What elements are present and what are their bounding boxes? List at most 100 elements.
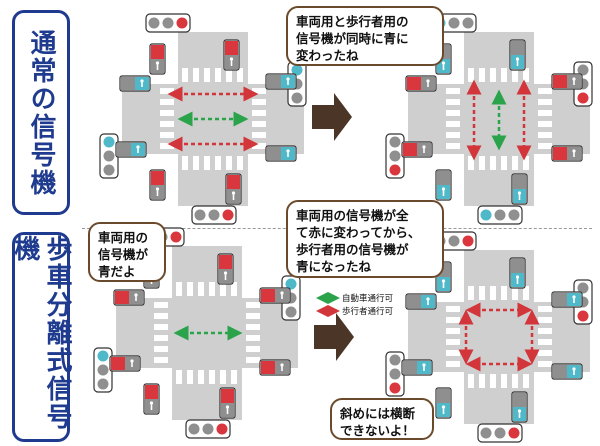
pedestrian-signal — [217, 253, 234, 285]
pedestrian-stop-lamp — [219, 255, 232, 269]
signal-lamp — [462, 17, 474, 29]
vehicle-signal — [281, 275, 301, 321]
walker-icon — [149, 401, 154, 405]
signal-lamp — [97, 364, 109, 376]
walker-icon — [426, 297, 430, 301]
pedestrian-stop-lamp — [225, 41, 238, 55]
pedestrian-signal — [509, 257, 526, 289]
crosswalk-stripe — [538, 121, 552, 127]
crosswalks — [154, 282, 260, 384]
crosswalk-stripe — [215, 68, 221, 82]
crosswalk-stripe — [538, 361, 552, 367]
intersection-normal-after — [385, 13, 593, 225]
pedestrian-stop-lamp — [511, 41, 524, 55]
crosswalk-stripe — [501, 286, 507, 300]
signal-lamp — [103, 164, 115, 176]
pedestrian-stop-lamp — [553, 75, 567, 88]
crosswalk-stripe — [446, 143, 460, 149]
walker-icon — [441, 279, 446, 283]
crosswalk-stripe — [523, 156, 529, 170]
signal-lamp — [188, 423, 200, 435]
crosswalk-stripe — [538, 88, 552, 94]
scramble-signal-label: 歩車分離式信号機 — [10, 232, 72, 442]
pedestrian-stop-lamp — [121, 77, 135, 90]
pedestrian-stop-lamp — [111, 357, 125, 370]
bubble-line: 車両用と歩行者用の — [296, 14, 409, 29]
pedestrian-stop-lamp — [151, 45, 164, 59]
pedestrian-signal — [149, 169, 166, 201]
pedestrian-stop-lamp — [407, 77, 421, 90]
bubble-line: 青だよ — [98, 264, 136, 279]
crosswalk-stripe — [215, 156, 221, 170]
crosswalks — [446, 68, 552, 170]
signal-lamp — [448, 235, 460, 247]
bubble-line: 歩行者用の信号機が — [296, 242, 409, 257]
crosswalk-stripe — [187, 282, 193, 296]
walker-icon — [280, 363, 284, 367]
pedestrian-signal — [259, 287, 291, 304]
walker-icon — [441, 61, 446, 65]
walker-icon — [231, 191, 236, 195]
crosswalk-stripe — [479, 156, 485, 170]
pedestrian-signal — [225, 173, 242, 205]
bubble-line: 車両用の信号機が全 — [296, 208, 409, 223]
crosswalk-stripe — [246, 313, 260, 319]
walker-icon — [223, 271, 228, 275]
crosswalk-stripe — [204, 68, 210, 82]
walker-icon — [422, 145, 426, 149]
crosswalk-stripe — [154, 302, 168, 308]
pedestrian-stop-lamp — [267, 75, 281, 88]
transition-arrow-top — [312, 93, 352, 141]
signal-lamp — [176, 17, 188, 29]
pedestrian-signal — [265, 145, 297, 162]
crosswalk-stripe — [246, 324, 260, 330]
walker-icon — [134, 293, 138, 297]
crosswalk-stripe — [246, 357, 260, 363]
signal-lamp — [480, 427, 492, 439]
crosswalk-stripe — [490, 156, 496, 170]
crosswalk-stripe — [237, 156, 243, 170]
pedestrian-signal — [119, 75, 151, 92]
crosswalk-stripe — [154, 346, 168, 352]
crosswalk-stripe — [220, 370, 226, 384]
walker-icon — [155, 61, 160, 65]
vehicle-signal — [145, 13, 191, 33]
speech-bubble-scramble-before: 車両用の 信号機が 青だよ — [88, 222, 166, 282]
signal-lamp — [291, 92, 303, 104]
signal-lamp — [103, 136, 115, 148]
pedestrian-signal — [435, 387, 452, 419]
crosswalk-stripe — [182, 68, 188, 82]
speech-bubble-normal-after: 車両用と歩行者用の 信号機が同時に青に 変わったね — [286, 6, 444, 66]
crosswalk-stripe — [187, 370, 193, 384]
crosswalk-stripe — [512, 286, 518, 300]
crosswalk-stripe — [220, 282, 226, 296]
vehicle-signal — [385, 351, 405, 397]
crosswalk-stripe — [523, 286, 529, 300]
crosswalk-stripe — [446, 328, 460, 334]
crosswalk-stripe — [446, 132, 460, 138]
pedestrian-stop-lamp — [115, 291, 129, 304]
pedestrian-stop-lamp — [151, 171, 164, 185]
pedestrian-signal — [511, 173, 528, 205]
crosswalk-stripe — [237, 68, 243, 82]
walker-icon — [280, 291, 284, 295]
crosswalk-stripe — [204, 156, 210, 170]
crosswalk-stripe — [479, 68, 485, 82]
vehicle-signal — [477, 205, 523, 225]
pedestrian-signal — [405, 75, 437, 92]
signal-lamp — [480, 209, 492, 221]
signal-lamp — [508, 209, 520, 221]
crosswalk-stripe — [246, 335, 260, 341]
intersection-normal-before — [99, 13, 307, 225]
walker-icon — [422, 363, 426, 367]
crosswalk-stripe — [538, 350, 552, 356]
signal-lamp — [97, 378, 109, 390]
crosswalk-stripe — [193, 68, 199, 82]
pedestrian-signal — [405, 293, 437, 310]
crosswalk-stripe — [490, 68, 496, 82]
walker-icon — [517, 409, 522, 413]
crosswalk-stripe — [154, 335, 168, 341]
crosswalk-stripe — [538, 110, 552, 116]
crosswalk-stripe — [501, 374, 507, 388]
